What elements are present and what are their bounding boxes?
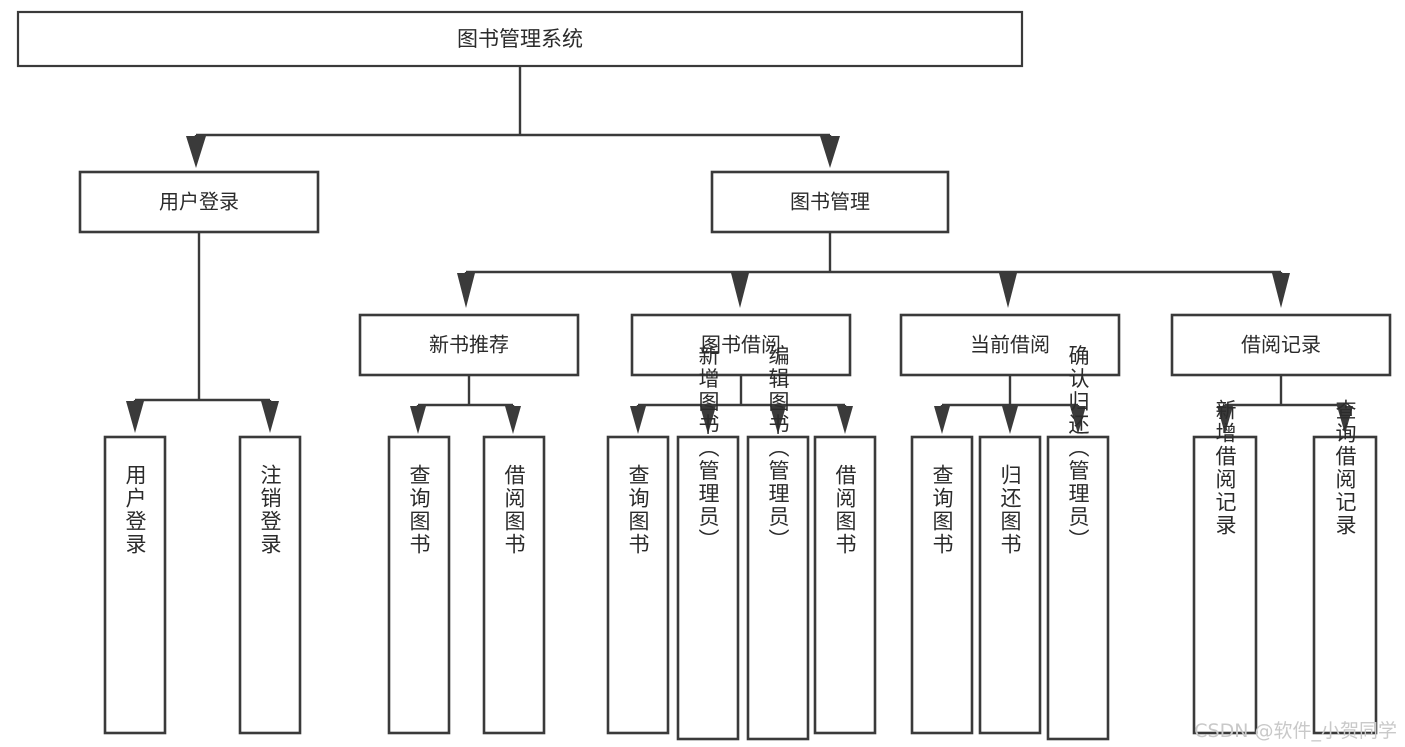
book-borrow-label: 图书借阅: [701, 333, 781, 357]
arrowhead-leaf-edit-book-icon: [770, 406, 786, 434]
leaf-return-book-box[interactable]: [978, 435, 1042, 735]
node-book-manage[interactable]: 图书管理: [710, 170, 950, 234]
arrowhead-leaf-query-book-3-icon: [934, 406, 950, 434]
leaf-borrow-book-2-label: 借阅图书: [833, 464, 857, 556]
leaf-confirm-return-box[interactable]: [1046, 435, 1110, 741]
node-leaf-user-login[interactable]: 用户登录: [103, 435, 167, 735]
leaf-user-login-box[interactable]: [103, 435, 167, 735]
borrow-record-box[interactable]: [1170, 313, 1392, 377]
arrowhead-leaf-add-book-icon: [700, 406, 716, 434]
root-label: 图书管理系统: [457, 27, 583, 51]
leaf-query-record-box[interactable]: [1312, 435, 1378, 735]
user-login-label: 用户登录: [159, 190, 239, 214]
book-manage-label: 图书管理: [790, 190, 870, 214]
leaf-logout-box[interactable]: [238, 435, 302, 735]
arrowhead-leaf-confirm-return-icon: [1070, 406, 1086, 434]
arrowhead-leaf-query-book-1-icon: [410, 406, 426, 434]
leaf-edit-book-label: 编辑图书（管理员）: [766, 345, 790, 552]
leaf-query-book-3-label: 查询图书: [930, 464, 954, 556]
book-manage-box[interactable]: [710, 170, 950, 234]
arrowhead-leaf-add-record-icon: [1217, 406, 1233, 434]
node-leaf-edit-book[interactable]: 编辑图书（管理员）: [746, 345, 810, 741]
arrowhead-leaf-borrow-book-2-icon: [837, 406, 853, 434]
arrowhead-borrow-record-icon: [1272, 273, 1290, 308]
node-leaf-query-book-1[interactable]: 查询图书: [387, 435, 451, 735]
node-root[interactable]: 图书管理系统: [16, 10, 1024, 68]
arrowhead-leaf-query-record-icon: [1337, 406, 1353, 434]
arrowhead-book-borrow-icon: [731, 273, 749, 308]
node-leaf-query-book-3[interactable]: 查询图书: [910, 435, 974, 735]
new-book-rec-box[interactable]: [358, 313, 580, 377]
leaf-borrow-book-1-label: 借阅图书: [502, 464, 526, 556]
node-book-borrow[interactable]: 图书借阅: [630, 313, 852, 377]
borrow-record-label: 借阅记录: [1241, 333, 1321, 357]
leaf-borrow-book-1-box[interactable]: [482, 435, 546, 735]
new-book-rec-label: 新书推荐: [429, 333, 509, 357]
book-borrow-box[interactable]: [630, 313, 852, 377]
leaf-add-book-box[interactable]: [676, 435, 740, 741]
node-leaf-query-record[interactable]: 查询借阅记录: [1312, 399, 1378, 735]
node-leaf-return-book[interactable]: 归还图书: [978, 435, 1042, 735]
leaf-query-book-2-box[interactable]: [606, 435, 670, 735]
leaf-borrow-book-2-box[interactable]: [813, 435, 877, 735]
leaf-query-book-1-label: 查询图书: [407, 464, 431, 556]
arrowhead-leaf-return-book-icon: [1002, 406, 1018, 434]
node-leaf-add-book[interactable]: 新增图书（管理员）: [676, 345, 740, 741]
leaf-user-login-label: 用户登录: [123, 464, 147, 556]
arrowhead-new-book-rec-icon: [457, 273, 475, 308]
leaf-query-record-label: 查询借阅记录: [1333, 399, 1357, 537]
leaf-logout-label: 注销登录: [258, 464, 282, 556]
leaf-edit-book-box[interactable]: [746, 435, 810, 741]
node-leaf-query-book-2[interactable]: 查询图书: [606, 435, 670, 735]
leaf-confirm-return-label: 确认归还（管理员）: [1066, 345, 1090, 552]
leaf-query-book-1-box[interactable]: [387, 435, 451, 735]
leaf-return-book-label: 归还图书: [998, 464, 1022, 556]
csdn-watermark: CSDN @软件_小贺同学: [1194, 720, 1397, 742]
root-box[interactable]: [16, 10, 1024, 68]
node-leaf-borrow-book-2[interactable]: 借阅图书: [813, 435, 877, 735]
arrowhead-current-borrow-icon: [999, 273, 1017, 308]
arrowhead-leaf-logout-icon: [261, 401, 279, 433]
leaf-add-record-box[interactable]: [1192, 435, 1258, 735]
node-new-book-rec[interactable]: 新书推荐: [358, 313, 580, 377]
node-leaf-confirm-return[interactable]: 确认归还（管理员）: [1046, 345, 1110, 741]
current-borrow-label: 当前借阅: [970, 333, 1050, 357]
leaf-add-book-label: 新增图书（管理员）: [696, 345, 720, 552]
node-leaf-borrow-book-1[interactable]: 借阅图书: [482, 435, 546, 735]
arrowhead-leaf-user-login-icon: [126, 401, 144, 433]
leaf-query-book-2-label: 查询图书: [626, 464, 650, 556]
node-leaf-logout[interactable]: 注销登录: [238, 435, 302, 735]
leaf-add-record-label: 新增借阅记录: [1213, 399, 1237, 537]
arrowhead-bookmanage-icon: [820, 136, 840, 168]
current-borrow-box[interactable]: [899, 313, 1121, 377]
arrowhead-leaf-query-book-2-icon: [630, 406, 646, 434]
node-user-login[interactable]: 用户登录: [78, 170, 320, 234]
node-current-borrow[interactable]: 当前借阅: [899, 313, 1121, 377]
arrowhead-userlogin-icon: [186, 136, 206, 168]
leaf-query-book-3-box[interactable]: [910, 435, 974, 735]
node-leaf-add-record[interactable]: 新增借阅记录: [1192, 399, 1258, 735]
arrowhead-leaf-borrow-book-1-icon: [505, 406, 521, 434]
node-borrow-record[interactable]: 借阅记录: [1170, 313, 1392, 377]
